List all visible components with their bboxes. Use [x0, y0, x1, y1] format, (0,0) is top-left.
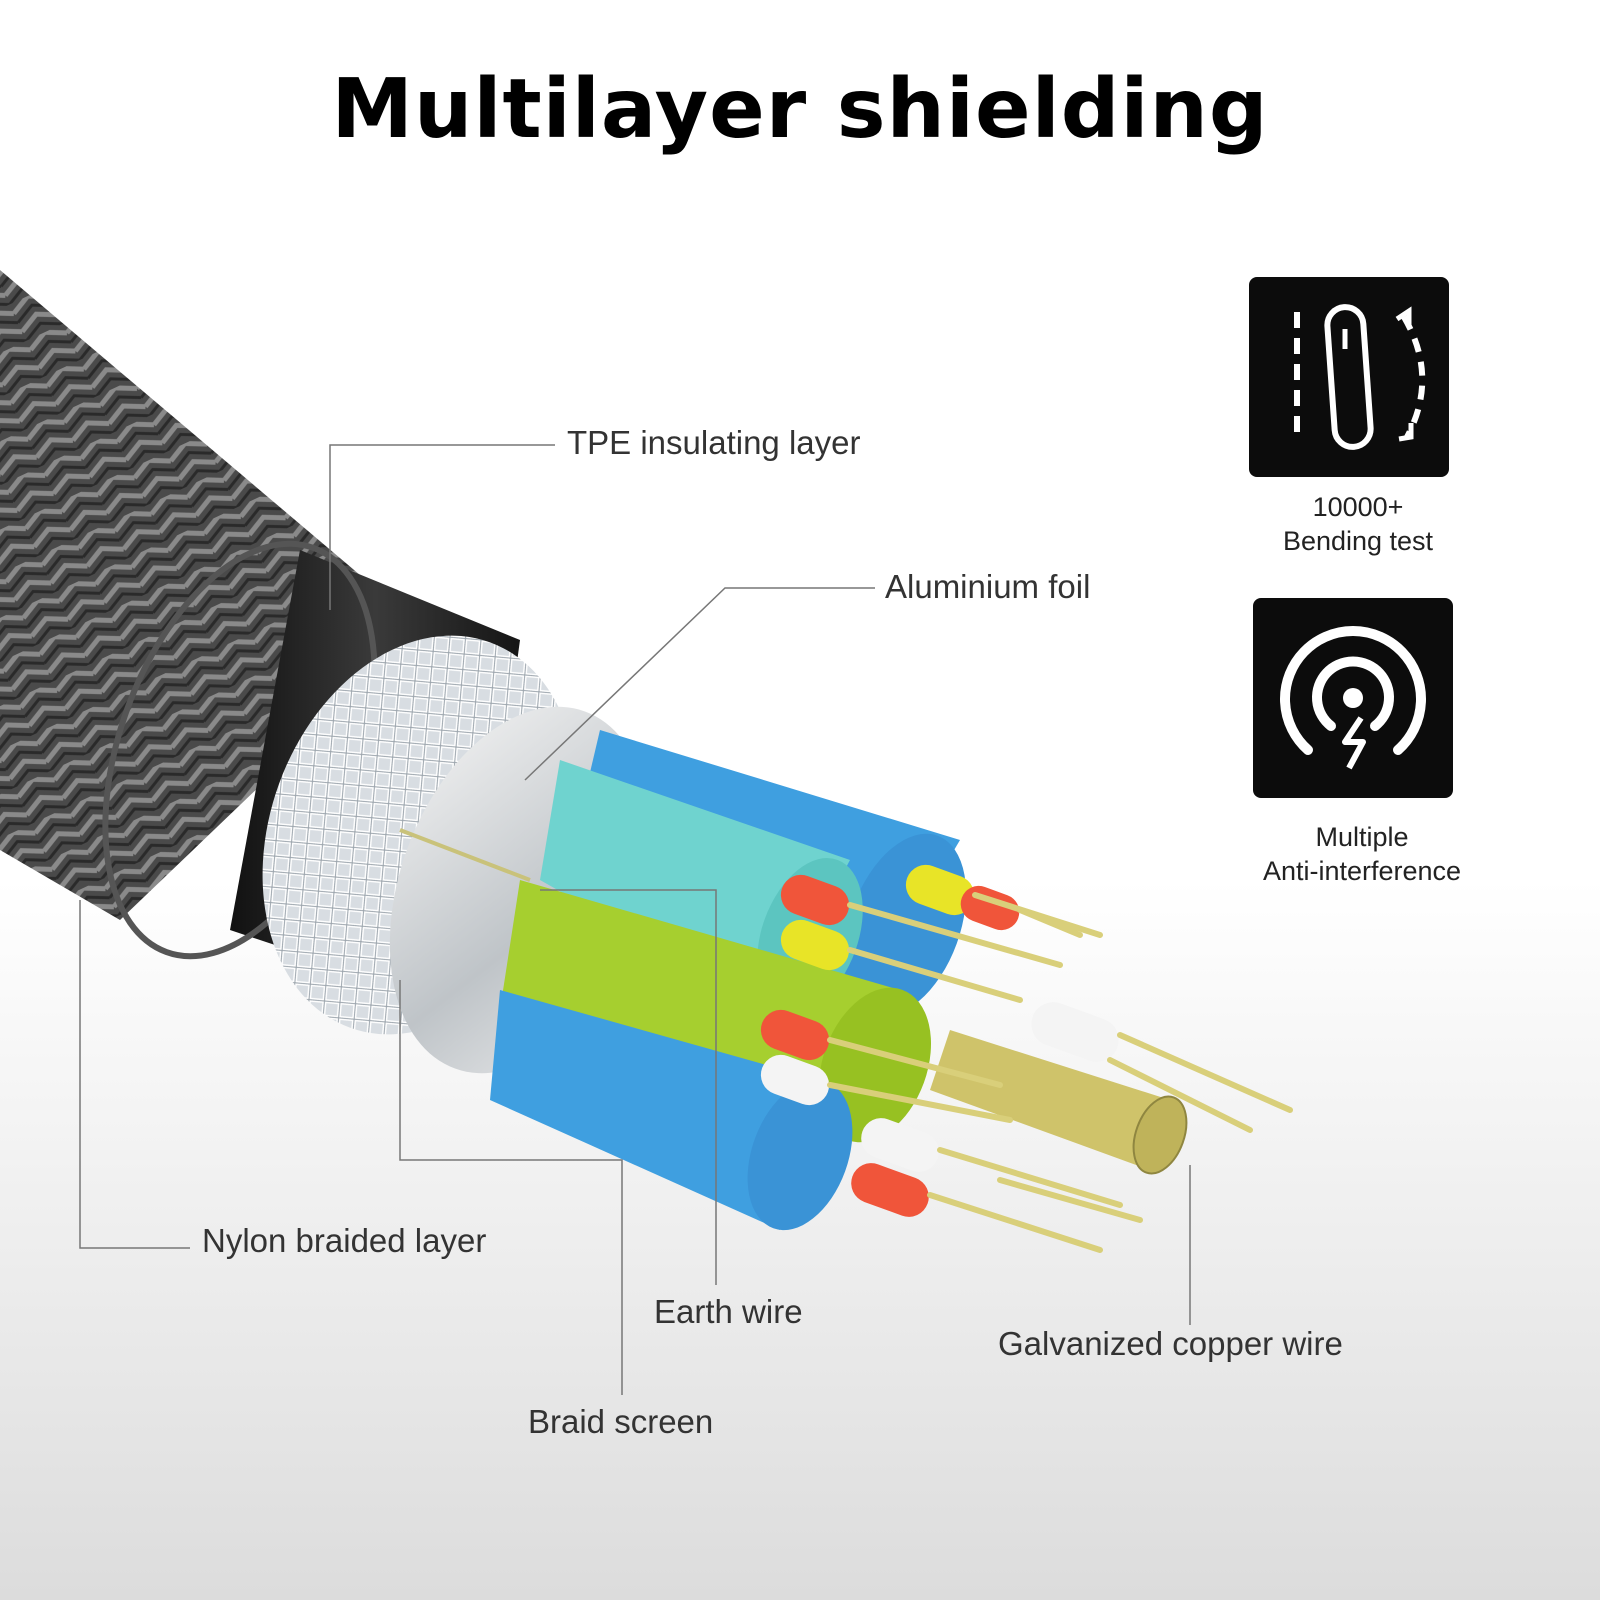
bending-icon: [1294, 304, 1426, 450]
braid-callout: [399, 980, 623, 1395]
callout-lines: [79, 444, 1191, 1395]
tpe-callout: [329, 444, 555, 610]
anti-interference-caption-line2: Anti-interference: [1262, 856, 1462, 886]
anti-interference-icon: [1280, 626, 1426, 770]
label-earth-wire: Earth wire: [654, 1293, 803, 1330]
label-aluminium-foil: Aluminium foil: [885, 568, 1091, 605]
anti-interference-badge: [1253, 598, 1453, 798]
inner-wires: [399, 730, 1293, 1253]
bending-caption-line2: Bending test: [1282, 526, 1434, 556]
anti-interference-caption: Multiple Anti-interference: [1212, 820, 1512, 888]
nylon-callout: [79, 900, 190, 1249]
label-tpe-insulating-layer: TPE insulating layer: [567, 424, 861, 461]
bending-caption: 10000+ Bending test: [1208, 490, 1508, 558]
label-nylon-braided-layer: Nylon braided layer: [202, 1222, 487, 1259]
foil-callout: [524, 587, 875, 781]
anti-interference-caption-line1: Multiple: [1315, 822, 1409, 852]
page-title: Multilayer shielding: [331, 62, 1269, 157]
label-galvanized-copper-wire: Galvanized copper wire: [998, 1325, 1343, 1362]
earth-callout: [540, 889, 717, 1285]
bending-badge: [1249, 277, 1449, 477]
bending-caption-line1: 10000+: [1312, 492, 1404, 522]
label-braid-screen: Braid screen: [528, 1403, 714, 1440]
